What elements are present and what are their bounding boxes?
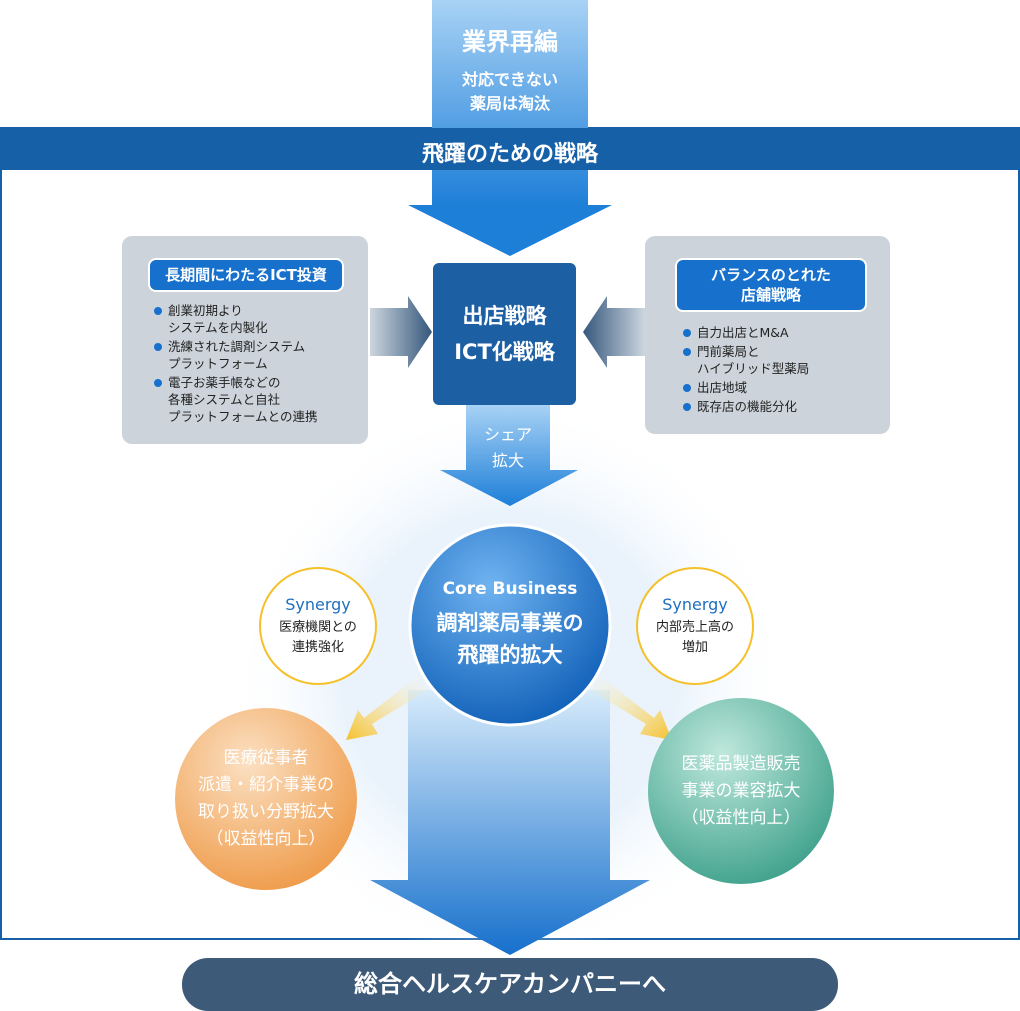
list-item-line: プラットフォーム (168, 356, 268, 371)
list-item: 門前薬局とハイブリッド型薬局 (681, 343, 809, 377)
core-label: Core Business (442, 579, 578, 599)
share-arrow (440, 405, 578, 506)
list-item: 洗練された調剤システムプラットフォーム (152, 338, 318, 372)
left-box: 長期間にわたるICT投資 創業初期よりシステムを内製化洗練された調剤システムプラ… (122, 236, 368, 444)
right-box-title: バランスのとれた店舗戦略 (675, 258, 867, 312)
yellow-arrow-left-icon (346, 676, 428, 740)
list-item-line: 出店地域 (697, 380, 748, 395)
left-arrow-icon (370, 296, 432, 368)
list-item: 出店地域 (681, 379, 809, 396)
list-item-line: 創業初期より (168, 303, 243, 318)
right-box-title-2: 店舗戦略 (740, 286, 801, 304)
list-item-line: 自力出店とM&A (697, 325, 789, 340)
center-box-line1: 出店戦略 (462, 304, 547, 328)
right-box-title-1: バランスのとれた (711, 266, 831, 284)
right-box: バランスのとれた店舗戦略 自力出店とM&A 門前薬局とハイブリッド型薬局出店地域既… (645, 236, 890, 434)
big-down-arrow (370, 690, 650, 955)
goal-banner: 総合ヘルスケアカンパニーへ (182, 958, 838, 1011)
list-item-line: プラットフォームとの連携 (168, 409, 318, 424)
synergy-left-label: Synergy (285, 594, 351, 614)
left-box-title: 長期間にわたるICT投資 (148, 258, 344, 292)
yellow-arrow-right-icon (590, 676, 672, 740)
list-item: 創業初期よりシステムを内製化 (152, 302, 318, 336)
green-circle-line: （収益性向上） (681, 807, 801, 828)
orange-circle-line: 派遣・紹介事業の (198, 775, 334, 795)
top-arrow-subtitle: 対応できない薬局は淘汰 (432, 68, 588, 116)
share-line1: シェア (483, 425, 532, 444)
list-item-line: 既存店の機能分化 (697, 399, 798, 414)
synergy-right-label: Synergy (662, 594, 728, 614)
green-circle-line: 医薬品製造販売 (681, 753, 801, 774)
synergy-right-line1: 内部売上高の (655, 619, 734, 635)
core-line1: 調剤薬局事業の (436, 611, 584, 635)
list-item-line: 洗練された調剤システム (168, 339, 306, 354)
header-band (0, 128, 1020, 170)
list-item-line: 電子お薬手帳などの (168, 375, 281, 390)
core-line2: 飛躍的拡大 (457, 643, 563, 667)
pharma-manufacturing-circle: 医薬品製造販売事業の業容拡大 （収益性向上） (648, 698, 834, 884)
top-arrow-sub2: 薬局は淘汰 (469, 94, 550, 113)
center-box-line2: ICT化戦略 (454, 340, 555, 364)
green-circle-line: 事業の業容拡大 (681, 780, 801, 801)
list-item: 自力出店とM&A (681, 324, 809, 341)
synergy-left-line2: 連携強化 (291, 639, 344, 655)
top-arrow-head (408, 205, 612, 256)
synergy-right-circle: Synergy 内部売上高の 増加 (636, 567, 754, 685)
share-expand-label: シェア拡大 (466, 422, 550, 474)
top-arrow-sub1: 対応できない (461, 70, 558, 89)
share-line2: 拡大 (491, 451, 524, 470)
list-item-line: 各種システムと自社 (168, 392, 281, 407)
synergy-left-circle: Synergy 医療機関との 連携強化 (259, 567, 377, 685)
list-item: 電子お薬手帳などの各種システムと自社プラットフォームとの連携 (152, 374, 318, 425)
orange-circle-line: （収益性向上） (206, 829, 326, 849)
synergy-right-line2: 増加 (681, 639, 708, 655)
orange-circle-line: 医療従事者 (223, 748, 309, 768)
staffing-business-circle: 医療従事者派遣・紹介事業の取り扱い分野拡大 （収益性向上） (175, 708, 357, 890)
left-box-list: 創業初期よりシステムを内製化洗練された調剤システムプラットフォーム電子お薬手帳な… (152, 302, 318, 427)
header-title: 飛躍のための戦略 (421, 142, 598, 167)
right-box-list: 自力出店とM&A 門前薬局とハイブリッド型薬局出店地域既存店の機能分化 (681, 324, 809, 417)
top-arrow-title: 業界再編 (462, 28, 558, 56)
list-item-line: 門前薬局と (697, 344, 760, 359)
right-arrow-icon (583, 296, 645, 368)
synergy-left-line1: 医療機関との (279, 619, 357, 635)
list-item-line: ハイブリッド型薬局 (697, 361, 810, 376)
list-item: 既存店の機能分化 (681, 398, 809, 415)
orange-circle-line: 取り扱い分野拡大 (198, 802, 334, 822)
top-arrow-shaft (432, 0, 588, 205)
core-circle-shape (408, 523, 612, 727)
core-business-circle: Core Business 調剤薬局事業の 飛躍的拡大 (410, 525, 610, 725)
center-strategy-box: 出店戦略 ICT化戦略 (433, 263, 576, 405)
list-item-line: システムを内製化 (168, 320, 268, 335)
